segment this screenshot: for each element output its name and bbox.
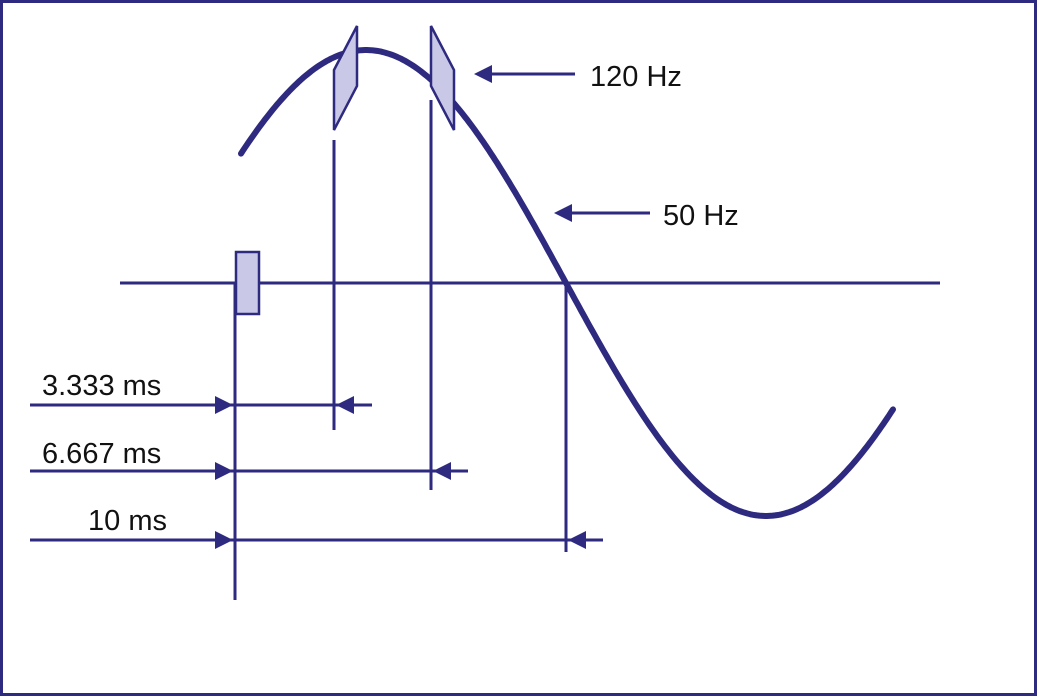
- pointer-120hz-arrowhead: [474, 65, 492, 83]
- label-10ms: 10 ms: [88, 505, 167, 537]
- marker-3333ms: [332, 25, 359, 131]
- dim-6667ms-arrow-right: [433, 462, 451, 480]
- label-3333ms: 3.333 ms: [42, 370, 161, 402]
- start-marker: [234, 250, 261, 316]
- label-50hz: 50 Hz: [663, 200, 739, 232]
- pointer-50hz-arrowhead: [554, 204, 572, 222]
- marker-6667ms: [429, 25, 456, 131]
- dim-3333ms-arrow-right: [336, 396, 354, 414]
- label-120hz: 120 Hz: [590, 61, 682, 93]
- label-6667ms: 6.667 ms: [42, 438, 161, 470]
- dim-10ms-arrow-right: [568, 531, 586, 549]
- dim-6667ms-arrow-left: [215, 462, 233, 480]
- dim-3333ms-arrow-left: [215, 396, 233, 414]
- dim-10ms-arrow-left: [215, 531, 233, 549]
